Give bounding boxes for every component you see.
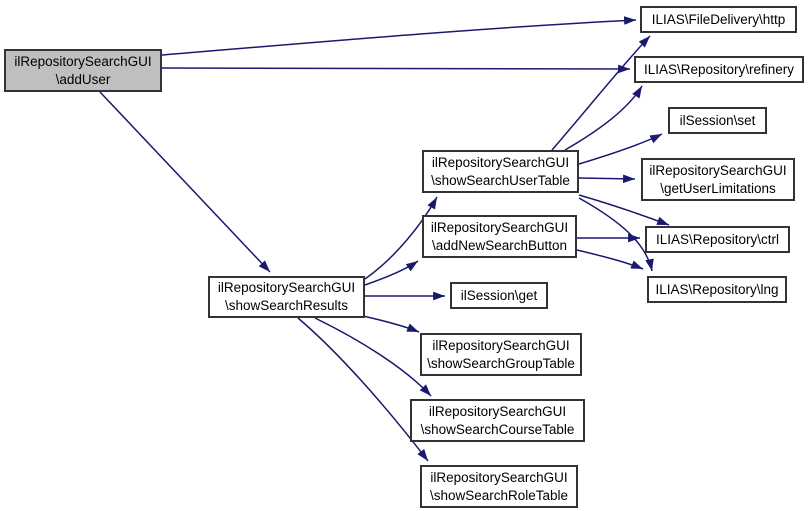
- node-label: ILIAS\Repository\refinery: [643, 61, 795, 77]
- node-addUser: ilRepositorySearchGUI \addUser: [4, 49, 162, 92]
- node-label: ILIAS\Repository\lng: [655, 281, 779, 297]
- edge-showSearchUserTable-to-http: [551, 35, 651, 151]
- node-label: ilRepositorySearchGUI: [431, 154, 570, 170]
- node-refinery[interactable]: ILIAS\Repository\refinery: [634, 56, 804, 83]
- node-label: \addUser: [55, 71, 111, 87]
- node-label: ilRepositorySearchGUI: [432, 337, 570, 353]
- node-http[interactable]: ILIAS\FileDelivery\http: [640, 6, 797, 33]
- node-label: ilSession\set: [679, 112, 756, 128]
- node-session-set[interactable]: ilSession\set: [668, 107, 767, 134]
- node-showSearchUserTable[interactable]: ilRepositorySearchGUI \showSearchUserTab…: [422, 150, 579, 193]
- node-label: \showSearchResults: [224, 298, 349, 313]
- node-label: \showSearchUserTable: [431, 172, 570, 188]
- edge-showSearchResults-to-showSearchGroupTable: [362, 315, 420, 333]
- node-showSearchCourseTable[interactable]: ilRepositorySearchGUI \showSearchCourseT…: [410, 399, 585, 442]
- node-label: ilRepositorySearchGUI: [430, 219, 569, 235]
- node-label: \showSearchGroupTable: [427, 355, 575, 371]
- node-label: ILIAS\Repository\ctrl: [655, 231, 780, 247]
- node-label: \getUserLimitations: [660, 180, 776, 196]
- edge-showSearchResults-to-addNewSearchButton: [364, 260, 419, 286]
- node-session-get[interactable]: ilSession\get: [450, 282, 548, 309]
- edge-addUser-to-http: [161, 16, 637, 56]
- node-ctrl[interactable]: ILIAS\Repository\ctrl: [645, 226, 790, 253]
- node-showSearchGroupTable[interactable]: ilRepositorySearchGUI \showSearchGroupTa…: [420, 333, 582, 376]
- node-label: ilRepositorySearchGUI: [649, 162, 787, 178]
- edge-showSearchResults-to-showSearchUserTable: [364, 196, 438, 280]
- node-label: \showSearchRoleTable: [429, 487, 569, 503]
- edge-showSearchResults-to-showSearchRoleTable: [297, 317, 429, 462]
- node-addNewSearchButton[interactable]: ilRepositorySearchGUI \addNewSearchButto…: [422, 215, 577, 258]
- node-showSearchResults[interactable]: ilRepositorySearchGUI \showSearchResults: [208, 276, 365, 318]
- edge-showSearchUserTable-to-refinery: [564, 85, 643, 151]
- edge-addUser-to-showSearchResults: [99, 91, 271, 273]
- edge-addNewSearchButton-to-lng: [576, 249, 644, 270]
- node-label: ILIAS\FileDelivery\http: [651, 11, 786, 27]
- node-lng[interactable]: ILIAS\Repository\lng: [647, 276, 787, 303]
- node-getUserLimitations[interactable]: ilRepositorySearchGUI \getUserLimitation…: [641, 158, 795, 201]
- node-showSearchRoleTable[interactable]: ilRepositorySearchGUI \showSearchRoleTab…: [420, 465, 578, 508]
- edge-addUser-to-refinery: [161, 64, 631, 74]
- node-label: ilRepositorySearchGUI: [430, 469, 568, 485]
- edge-showSearchUserTable-to-getUserLimitations: [578, 174, 636, 184]
- edge-showSearchResults-to-showSearchCourseTable: [314, 317, 432, 397]
- node-label: \addNewSearchButton: [431, 237, 568, 253]
- node-label: ilSession\get: [460, 287, 538, 303]
- node-label: \showSearchCourseTable: [420, 421, 575, 437]
- edge-showSearchUserTable-to-sessionSet: [578, 133, 663, 165]
- edge-showSearchUserTable-to-lng: [578, 197, 654, 272]
- node-label: ilRepositorySearchGUI: [428, 403, 567, 419]
- edge-showSearchUserTable-to-ctrl: [578, 194, 670, 226]
- node-label: ilRepositorySearchGUI: [217, 280, 356, 295]
- node-label: ilRepositorySearchGUI: [14, 53, 152, 69]
